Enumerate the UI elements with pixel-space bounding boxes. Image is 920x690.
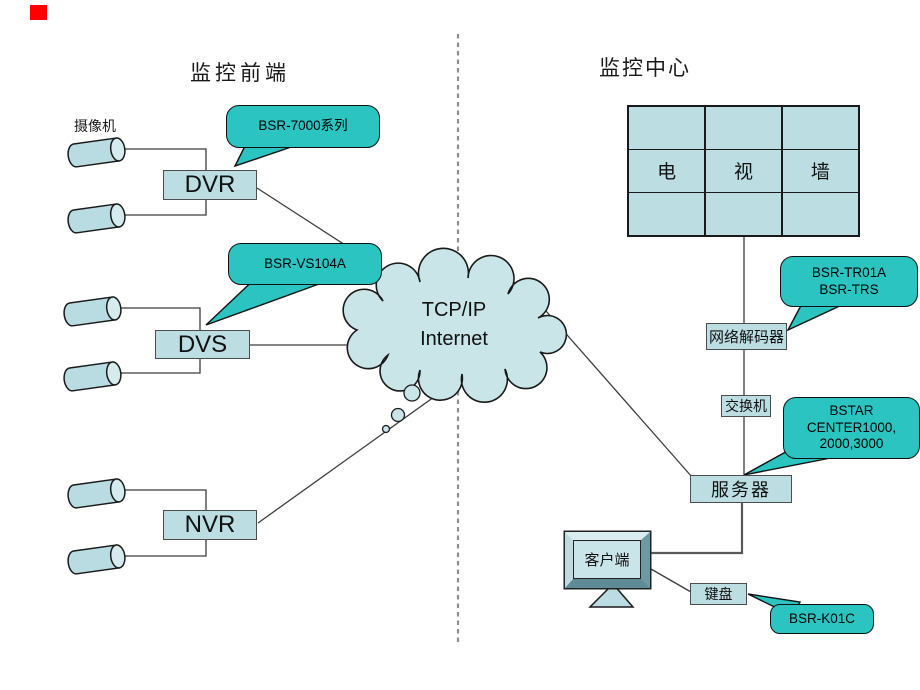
network-decoder-box: 网络解码器 (706, 323, 787, 350)
tv-wall-cell (705, 193, 782, 235)
tv-wall-cell: 电 (629, 150, 705, 192)
camera-icon (67, 544, 126, 575)
thought-bubble-large (403, 384, 421, 402)
client-monitor: 客户端 (565, 532, 650, 588)
camera-icon (67, 478, 126, 509)
line-cam5-nvr (124, 489, 207, 511)
tv-wall-cell (705, 107, 782, 149)
server-box: 服务器 (690, 475, 792, 503)
camera-group (63, 137, 126, 575)
monitor-stand-icon (588, 582, 635, 608)
cloud-label-line1: TCP/IP (421, 299, 487, 321)
tv-wall-cell (629, 193, 705, 235)
camera-icon (63, 361, 122, 392)
nvr-box: NVR (163, 510, 257, 540)
thought-bubbles (381, 384, 421, 434)
tv-wall-cell: 墙 (782, 150, 858, 192)
cloud-shape (342, 247, 568, 404)
switch-box: 交换机 (721, 395, 771, 417)
center-title: 监控中心 (599, 56, 691, 80)
camera-icon (67, 203, 126, 234)
server-callout: BSTAR CENTER1000, 2000,3000 (783, 397, 920, 459)
camera-icon (67, 137, 126, 168)
camera-icon (63, 296, 122, 327)
line-cam6-nvr (124, 539, 207, 557)
server-callout-line3: 2000,3000 (819, 436, 884, 452)
thought-bubble-medium (390, 407, 406, 423)
line-cam2-dvr (124, 199, 207, 216)
front-end-title: 监控前端 (190, 61, 290, 85)
line-client-keyboard (650, 568, 692, 593)
tv-wall-cell (782, 107, 858, 149)
cloud-label-line2: Internet (420, 328, 488, 350)
decoder-callout: BSR-TR01A BSR-TRS (780, 256, 918, 307)
server-callout-line1: BSTAR (829, 402, 874, 418)
dvs-callout: BSR-VS104A (228, 243, 382, 285)
line-cam4-dvs (121, 358, 201, 374)
dvr-callout: BSR-7000系列 (226, 105, 380, 148)
decoder-callout-line1: BSR-TR01A (811, 264, 887, 280)
tv-wall: 电 视 墙 (627, 105, 860, 237)
tv-wall-cell: 视 (705, 150, 782, 192)
decoder-callout-line2: BSR-TRS (819, 281, 879, 297)
line-server-client (651, 503, 744, 555)
server-callout-line2: CENTER1000, (806, 419, 897, 435)
line-cam3-dvs (121, 307, 201, 331)
thought-bubble-small (381, 424, 391, 434)
red-square-marker (30, 5, 47, 20)
keyboard-callout: BSR-K01C (770, 604, 874, 634)
dvr-box: DVR (163, 170, 257, 200)
client-label: 客户端 (573, 540, 641, 579)
camera-label: 摄像机 (74, 120, 116, 135)
tv-wall-cell (782, 193, 858, 235)
cloud-label: TCP/IP Internet (395, 296, 513, 354)
line-cam1-dvr (124, 148, 207, 171)
keyboard-box: 键盘 (690, 583, 747, 605)
dvs-box: DVS (155, 330, 250, 359)
line-nvr-cloud (257, 386, 449, 524)
tv-wall-cell (629, 107, 705, 149)
